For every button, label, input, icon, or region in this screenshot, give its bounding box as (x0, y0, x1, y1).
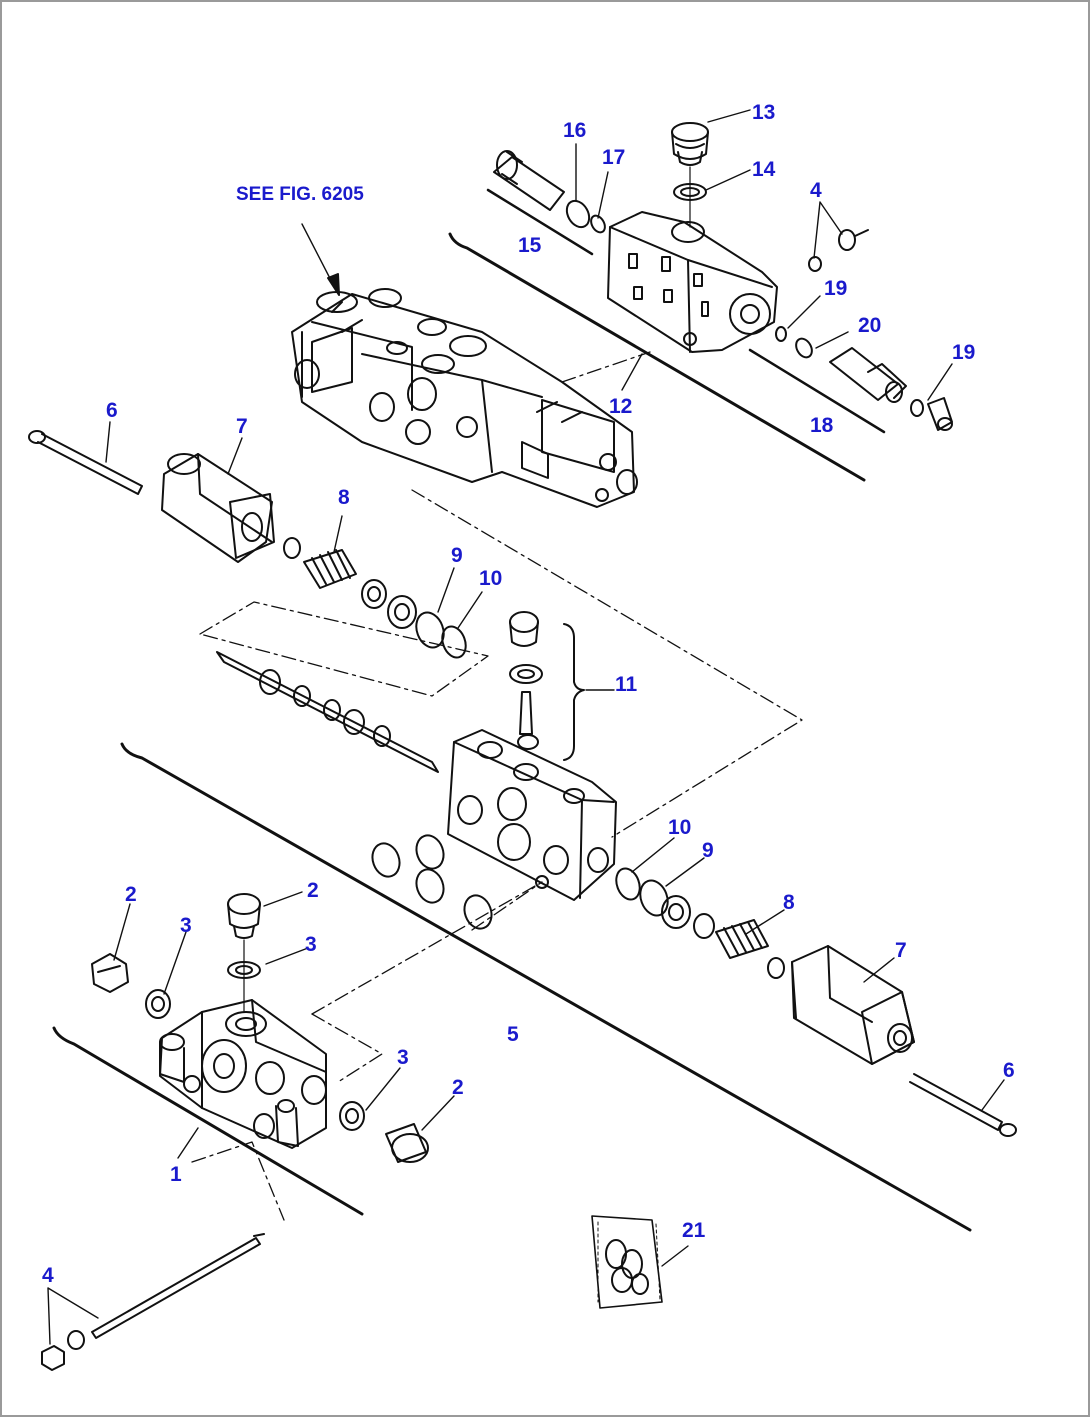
leader-lines (47, 109, 1005, 1345)
callout-19-a: 19 (824, 277, 848, 300)
plug-2-right (385, 1123, 429, 1163)
plug-2-top (227, 893, 261, 939)
callout-15: 15 (518, 234, 542, 257)
washer-11 (509, 664, 543, 684)
callout-5: 5 (507, 1023, 519, 1046)
section-block-5 (447, 729, 617, 901)
callout-20: 20 (858, 314, 882, 337)
o-ring-9-lower (639, 879, 669, 917)
callout-3-left: 3 (180, 914, 192, 937)
cover-7-lower (791, 945, 915, 1065)
o-ring-10-upper (441, 625, 467, 659)
callout-7-upper: 7 (236, 415, 248, 438)
callout-10-upper: 10 (479, 567, 503, 590)
nut-4-bottom (41, 1330, 85, 1371)
callout-13: 13 (752, 101, 776, 124)
callout-21: 21 (682, 1219, 706, 1242)
outlet-section-block (607, 211, 778, 353)
callout-17: 17 (602, 146, 626, 169)
centerline-valve-to-section (411, 489, 803, 838)
retainer-lower (661, 895, 691, 929)
callout-6-upper: 6 (106, 399, 118, 422)
callout-16: 16 (563, 119, 587, 142)
callout-9-upper: 9 (451, 544, 463, 567)
spring-8-lower (715, 919, 769, 959)
bolt-6-lower (909, 1073, 1017, 1137)
callout-7-lower: 7 (895, 939, 907, 962)
centerline-inlet-to-section (311, 881, 543, 1015)
bracket-11 (563, 623, 585, 761)
section-line-upper-right (448, 232, 866, 482)
washer-3-left (145, 989, 171, 1019)
section-line-top-fitting (486, 188, 594, 256)
section-line-upper-right-short (748, 348, 886, 434)
nut-4-top (808, 229, 869, 272)
callout-8-lower: 8 (783, 891, 795, 914)
seat-upper (361, 579, 387, 609)
reference-note: SEE FIG. 6205 (236, 184, 364, 205)
callout-2-left: 2 (125, 883, 137, 906)
callout-9-lower: 9 (702, 839, 714, 862)
o-ring-10-lower (615, 867, 641, 901)
o-ring-20 (795, 337, 813, 359)
callout-12: 12 (609, 395, 633, 418)
callout-1: 1 (170, 1163, 182, 1186)
inlet-section-1 (159, 999, 327, 1149)
spool (216, 651, 439, 773)
washer-19-a (775, 326, 787, 342)
plug-11 (509, 611, 539, 647)
centerline-12-leader (561, 351, 651, 383)
tie-rod (91, 1233, 265, 1339)
plug-2-left (91, 953, 129, 993)
centerline-tie-rod (191, 1141, 285, 1221)
main-valve-assembly (291, 288, 638, 508)
screw-11 (517, 691, 539, 750)
callout-10-lower: 10 (668, 816, 692, 839)
plug-13 (671, 122, 709, 166)
centerline-inlet-3 (311, 1013, 383, 1083)
callout-8-upper: 8 (338, 486, 350, 509)
section-line-middle (120, 742, 972, 1232)
bolt-6-upper (28, 430, 143, 495)
callout-18: 18 (810, 414, 834, 437)
retainer-upper (387, 595, 417, 629)
section-line-lower-left (52, 1026, 364, 1216)
spring-8-upper (303, 549, 357, 589)
callout-6-lower: 6 (1003, 1059, 1015, 1082)
o-ring-16 (565, 199, 591, 229)
washer-3-right (339, 1101, 365, 1131)
reference-arrowhead (327, 273, 340, 296)
callout-4-top: 4 (810, 179, 822, 202)
cover-7-upper (161, 453, 275, 563)
washer-lower (767, 957, 785, 979)
cartridge-18 (829, 347, 907, 403)
callout-3-right: 3 (397, 1046, 409, 1069)
callout-14: 14 (752, 158, 776, 181)
gaskets (371, 834, 493, 930)
washer-17 (590, 214, 606, 234)
callout-2-right: 2 (452, 1076, 464, 1099)
relief-valve-15 (493, 150, 565, 211)
seat-lower (693, 913, 715, 939)
callout-3-top: 3 (305, 933, 317, 956)
centerline-spool-box (199, 601, 489, 697)
plug-19 (927, 397, 953, 431)
callout-4-bottom: 4 (42, 1264, 54, 1287)
callout-2-top: 2 (307, 879, 319, 902)
o-ring-9-upper (415, 611, 445, 649)
callout-19-b: 19 (952, 341, 976, 364)
centerline-gaskets (471, 881, 543, 931)
service-kit-21 (591, 1215, 663, 1309)
washer-19-b (910, 399, 924, 417)
callout-11: 11 (615, 673, 638, 696)
washer-upper (283, 537, 301, 559)
